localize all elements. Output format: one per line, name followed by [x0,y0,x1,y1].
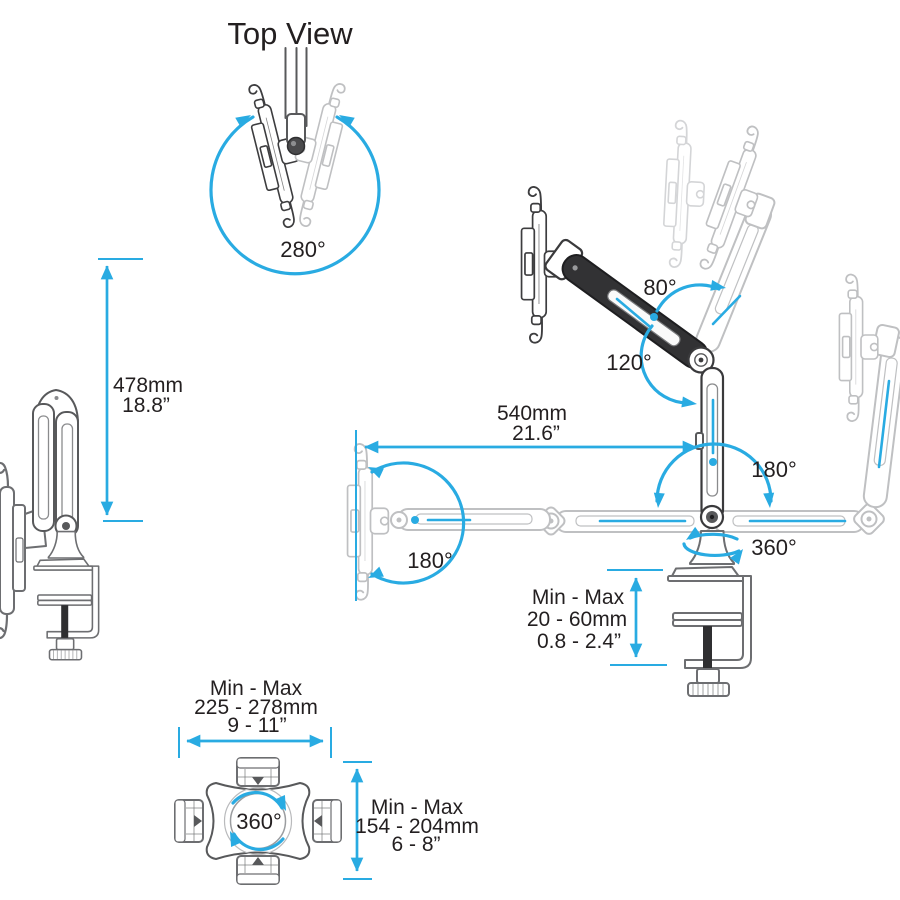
upper-arm-angle-label: 80° [643,275,676,300]
arc-360-base-front [682,542,741,558]
ghost-tablet-tilt-forward [690,121,781,353]
side-view-arm [32,389,79,538]
base-swivel-angle-label: 180° [751,457,797,482]
main-desk-clamp [667,566,752,697]
arm-reach-imperial-label: 21.6” [512,422,560,445]
holder-clip-right [312,799,342,843]
holder-swivel-angle-label: 180° [407,548,453,573]
holder-clip-top [236,757,280,787]
top-view-title: Top View [227,16,353,51]
holder-height-imperial: 6 - 8” [391,833,440,856]
holder-clip-left [174,799,204,843]
arm-reach-metric-label: 540mm [497,402,567,425]
side-view-base [33,530,100,661]
side-view-diagram [0,258,143,661]
ghost-arm-extended-right [713,273,900,535]
upper-arm [544,238,709,369]
arc-120-deg [639,324,692,405]
top-swivel-angle-label: 280° [280,237,326,262]
holder-width-metric: 225 - 278mm [194,696,318,719]
clamp-range-metric: 20 - 60mm [527,608,627,631]
holder-clip-bottom [236,855,280,885]
holder-height-title: Min - Max [371,796,464,819]
arm-height-imperial-label: 18.8” [122,394,170,417]
swivel-280-arc [209,115,381,276]
arc-180-holder [370,461,466,585]
ghost-tablet-tilt-back [660,119,709,270]
arc-180-base [655,442,773,503]
arm-height-metric-label: 478mm [113,374,183,397]
main-view-diagram [346,119,900,697]
holder-rotation-angle-label: 360° [236,809,282,834]
holder-width-title: Min - Max [210,677,303,700]
holder-height-metric: 154 - 204mm [355,815,479,838]
elbow-angle-label: 120° [606,350,652,375]
clamp-range-title: Min - Max [532,586,625,609]
base-rotation-angle-label: 360° [751,535,797,560]
clamp-range-imperial: 0.8 - 2.4” [537,630,621,653]
holder-rear-view-diagram [174,727,372,885]
top-view-diagram [209,47,381,276]
holder-width-imperial: 9 - 11” [227,714,286,737]
